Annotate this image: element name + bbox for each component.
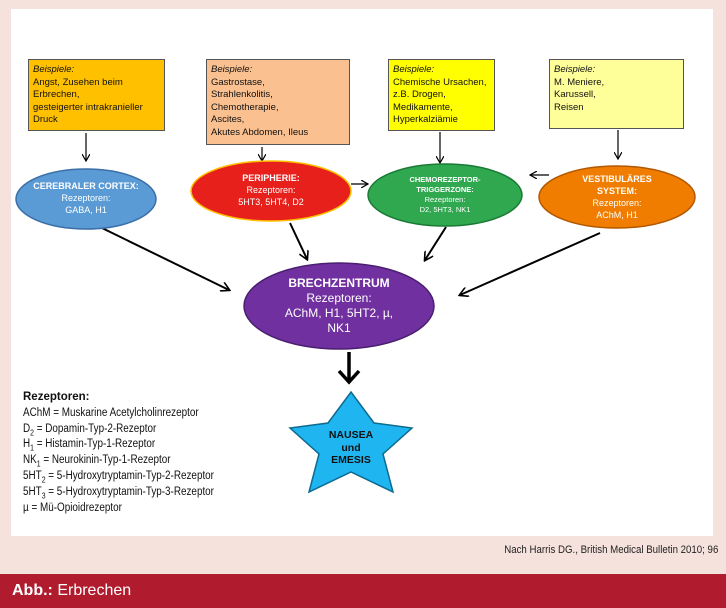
example-line: Erbrechen, bbox=[33, 89, 80, 100]
example-line: Strahlenkolitis, bbox=[211, 89, 273, 100]
arrow-peripherie-center bbox=[289, 222, 307, 259]
legend-desc: = Dopamin-Typ-2-Rezeptor bbox=[33, 422, 157, 435]
example-label: Beispiele: bbox=[33, 64, 75, 75]
figure-panel: Beispiele: Angst, Zusehen beim Erbrechen… bbox=[11, 9, 713, 536]
caption-bar: Abb.: Erbrechen bbox=[0, 574, 726, 608]
legend-subscript: 1 bbox=[36, 459, 41, 469]
node-title: VESTIBULÄRES SYSTEM: bbox=[582, 174, 652, 196]
caption-text: Abb.: Erbrechen bbox=[12, 582, 131, 600]
node-receptors: AChM, H1 bbox=[596, 210, 638, 220]
node-brechzentrum bbox=[243, 262, 435, 350]
node-receptors: 5HT3, 5HT4, D2 bbox=[238, 197, 304, 207]
receptor-legend: Rezeptoren: AChM = Muskarine Acetylcholi… bbox=[23, 390, 245, 516]
outcome-label: NAUSEA und EMESIS bbox=[316, 429, 386, 467]
example-line: gesteigerter intrakranieller bbox=[33, 101, 143, 113]
arrow-ctz-center bbox=[425, 226, 447, 260]
legend-row: µ = Mü-Opioidrezeptor bbox=[23, 501, 214, 517]
legend-subscript: 1 bbox=[30, 443, 34, 453]
arrow-center-outcome-head bbox=[337, 369, 361, 385]
example-line: Druck bbox=[33, 114, 58, 125]
node-label-cortex: CEREBRALER CORTEX: Rezeptoren: GABA, H1 bbox=[21, 175, 151, 221]
source-citation: Nach Harris DG., British Medical Bulleti… bbox=[503, 544, 718, 556]
legend-row: NK1 = Neurokinin-Typ-1-Rezeptor bbox=[23, 453, 214, 469]
example-label: Beispiele: bbox=[211, 64, 253, 75]
legend-row: D2 = Dopamin-Typ-2-Rezeptor bbox=[23, 422, 214, 438]
arrow-vestibular-center bbox=[460, 232, 601, 295]
center-receptors-line2: NK1 bbox=[327, 321, 351, 335]
node-receptor-label: Rezeptoren: bbox=[61, 193, 111, 203]
node-label-vestibular: VESTIBULÄRES SYSTEM: Rezeptoren: AChM, H… bbox=[557, 170, 677, 224]
example-box-ctz: Beispiele: Chemische Ursachen, z.B. Drog… bbox=[388, 59, 495, 131]
legend-desc: = Mü-Opioidrezeptor bbox=[28, 501, 122, 514]
legend-desc: = 5-Hydroxytryptamin-Typ-2-Rezeptor bbox=[45, 469, 214, 482]
example-box-cortex: Beispiele: Angst, Zusehen beim Erbrechen… bbox=[28, 59, 165, 131]
legend-subscript: 2 bbox=[41, 475, 46, 485]
node-receptors: D2, 5HT3, NK1 bbox=[419, 205, 471, 214]
node-title: CEREBRALER CORTEX: bbox=[33, 181, 139, 191]
legend-abbr: µ bbox=[23, 501, 29, 514]
example-line: Ascites, bbox=[211, 114, 245, 125]
example-line: M. Meniere, bbox=[554, 76, 605, 88]
example-line: Chemische Ursachen, bbox=[393, 76, 487, 88]
legend-desc: = Neurokinin-Typ-1-Rezeptor bbox=[40, 454, 171, 467]
legend-abbr: H bbox=[23, 438, 31, 451]
node-label-brechzentrum: BRECHZENTRUM Rezeptoren: AChM, H1, 5HT2,… bbox=[259, 273, 419, 339]
node-receptor-label: Rezeptoren: bbox=[246, 185, 296, 195]
legend-title: Rezeptoren: bbox=[23, 391, 90, 403]
example-line: Medikamente, bbox=[393, 101, 453, 113]
node-receptor-label: Rezeptoren: bbox=[424, 195, 466, 204]
legend-desc: = 5-Hydroxytryptamin-Typ-3-Rezeptor bbox=[45, 485, 214, 498]
flow-diagram bbox=[15, 130, 696, 494]
node-peripherie bbox=[190, 160, 352, 222]
example-line: Angst, Zusehen beim bbox=[33, 76, 123, 88]
legend-abbr: AChM bbox=[23, 406, 51, 419]
example-line: Akutes Abdomen, Ileus bbox=[211, 126, 309, 138]
node-vestibular-system bbox=[538, 165, 696, 229]
legend-desc: = Histamin-Typ-1-Rezeptor bbox=[33, 438, 156, 451]
legend-row: AChM = Muskarine Acetylcholinrezeptor bbox=[23, 406, 214, 422]
node-label-peripherie: PERIPHERIE: Rezeptoren: 5HT3, 5HT4, D2 bbox=[201, 167, 341, 213]
legend-desc: = Muskarine Acetylcholinrezeptor bbox=[50, 406, 199, 419]
legend-row: 5HT2 = 5-Hydroxytryptamin-Typ-2-Rezeptor bbox=[23, 469, 214, 485]
arrow-cortex-center bbox=[101, 227, 229, 290]
node-receptor-label: Rezeptoren: bbox=[592, 198, 642, 208]
example-line: Reisen bbox=[554, 101, 584, 113]
outcome-line3: EMESIS bbox=[331, 454, 371, 466]
node-label-ctz: CHEMOREZEPTOR-TRIGGERZONE: Rezeptoren: D… bbox=[385, 171, 505, 219]
node-cerebral-cortex bbox=[15, 168, 157, 230]
center-receptors-line1: AChM, H1, 5HT2, µ, bbox=[284, 306, 394, 320]
outcome-line1: NAUSEA bbox=[328, 429, 374, 441]
legend-abbr: 5HT bbox=[23, 469, 42, 482]
node-title: CHEMOREZEPTOR-TRIGGERZONE: bbox=[409, 175, 481, 194]
legend-abbr: D bbox=[23, 422, 31, 435]
example-line: Karussell, bbox=[554, 89, 596, 100]
example-line: Chemotherapie, bbox=[211, 101, 279, 113]
example-box-peripherie: Beispiele: Gastrostase, Strahlenkolitis,… bbox=[206, 59, 350, 145]
example-line: Gastrostase, bbox=[211, 76, 265, 88]
legend-subscript: 3 bbox=[41, 491, 46, 501]
center-receptor-label: Rezeptoren: bbox=[306, 291, 372, 305]
node-title: PERIPHERIE: bbox=[242, 173, 300, 183]
caption-label: Abb.: bbox=[12, 582, 53, 599]
legend-abbr: 5HT bbox=[23, 485, 42, 498]
example-box-vestibular: Beispiele: M. Meniere, Karussell, Reisen bbox=[549, 59, 684, 129]
caption-title: Erbrechen bbox=[52, 582, 132, 599]
legend-row: 5HT3 = 5-Hydroxytryptamin-Typ-3-Rezeptor bbox=[23, 485, 214, 501]
outcome-line2: und bbox=[341, 441, 361, 454]
outcome-star bbox=[288, 390, 414, 494]
legend-row: H1 = Histamin-Typ-1-Rezeptor bbox=[23, 437, 214, 453]
example-label: Beispiele: bbox=[554, 64, 596, 75]
node-chemoreceptor-trigger-zone bbox=[367, 163, 523, 227]
node-receptors: GABA, H1 bbox=[65, 205, 107, 215]
example-line: Hyperkalziämie bbox=[393, 114, 458, 125]
legend-abbr: NK bbox=[23, 454, 37, 467]
example-line: z.B. Drogen, bbox=[393, 89, 446, 100]
example-label: Beispiele: bbox=[393, 64, 435, 75]
legend-subscript: 2 bbox=[30, 427, 34, 437]
center-title: BRECHZENTRUM bbox=[288, 276, 390, 290]
